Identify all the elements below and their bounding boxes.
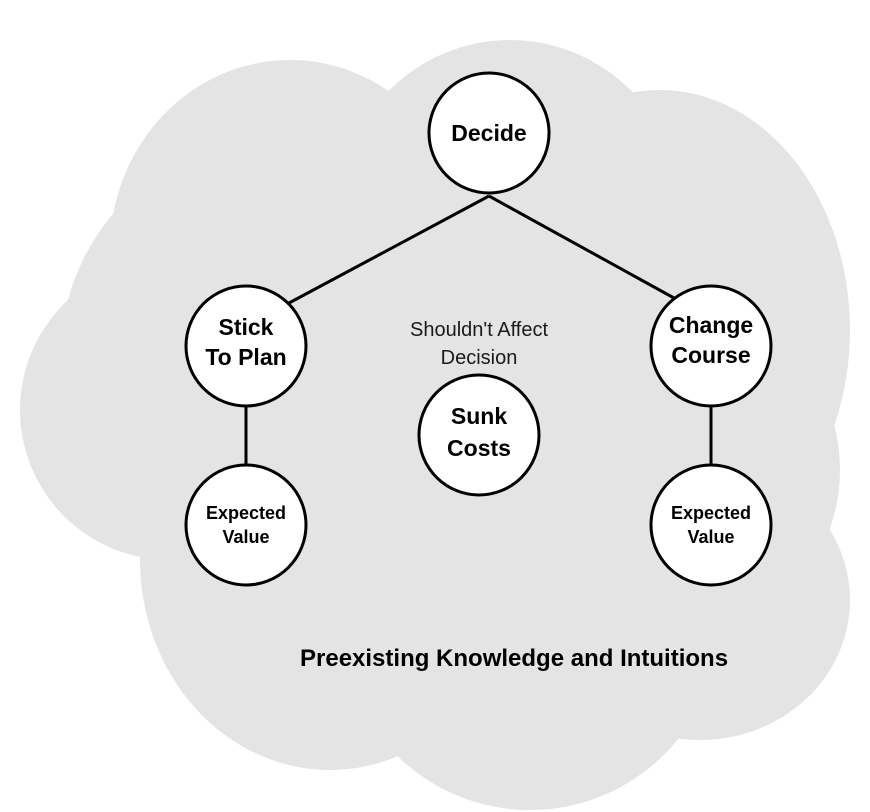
annotation-line1: Shouldn't Affect [410, 319, 548, 341]
node-sunk-costs-circle [417, 373, 541, 497]
node-stick-to-plan-label-line2: To Plan [205, 344, 286, 370]
node-decide[interactable]: Decide [427, 71, 551, 195]
node-change-course-label-line1: Change [669, 312, 753, 338]
node-sunk-costs-label-line1: Sunk [451, 403, 507, 429]
edge-decide-change-course [488, 194, 675, 300]
node-sunk-costs[interactable]: Sunk Costs [417, 373, 541, 497]
node-decide-label: Decide [451, 120, 526, 146]
node-change-course[interactable]: Change Course [649, 284, 773, 408]
node-expected-value-right[interactable]: Expected Value [649, 463, 773, 587]
node-expected-value-right-circle [649, 463, 773, 587]
edge-decide-stick-to-plan [288, 194, 490, 305]
node-expected-value-left-label-line1: Expected [206, 503, 286, 523]
node-stick-to-plan-label-line1: Stick [219, 314, 274, 340]
node-change-course-label-line2: Course [671, 342, 750, 368]
node-change-course-circle [649, 284, 773, 408]
node-expected-value-left-circle [184, 463, 308, 587]
annotation-line2: Decision [441, 347, 518, 369]
node-stick-to-plan-circle [184, 284, 308, 408]
node-expected-value-left[interactable]: Expected Value [184, 463, 308, 587]
node-expected-value-left-label-line2: Value [222, 527, 269, 547]
node-expected-value-right-label-line1: Expected [671, 503, 751, 523]
node-decide-circle [427, 71, 551, 195]
node-expected-value-right-label-line2: Value [687, 527, 734, 547]
cloud-caption: Preexisting Knowledge and Intuitions [300, 645, 728, 672]
node-sunk-costs-label-line2: Costs [447, 435, 511, 461]
annotation-shouldnt-affect-decision: Shouldn't Affect Decision [410, 319, 548, 369]
node-stick-to-plan[interactable]: Stick To Plan [184, 284, 308, 408]
